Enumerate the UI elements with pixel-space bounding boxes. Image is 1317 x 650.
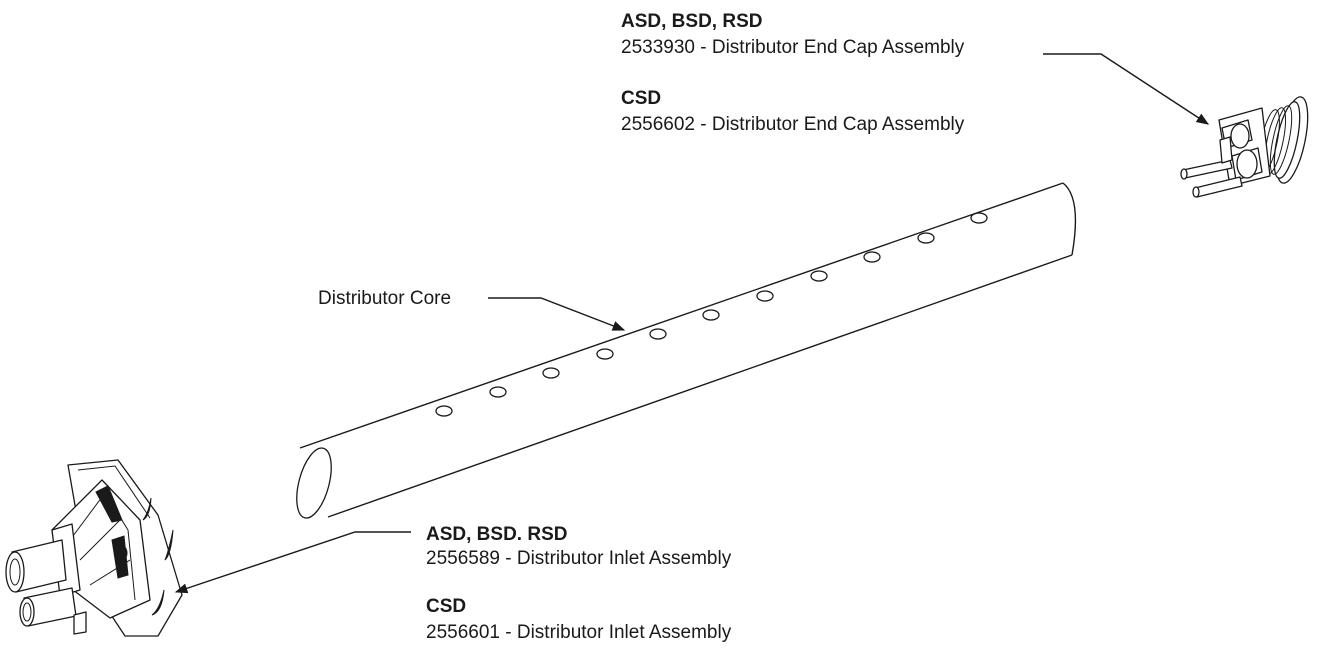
inlet-models-2: CSD [426,596,466,617]
distributor-core-tube [296,182,1077,519]
distributor-core-label: Distributor Core [318,288,451,309]
end-cap-models-1: ASD, BSD, RSD [621,11,762,32]
inlet-part-2: 2556601 - Distributor Inlet Assembly [426,622,732,643]
end-cap-assembly [1180,96,1309,198]
end-cap-leader-line [1043,53,1210,125]
core-leader-line [488,297,626,331]
end-cap-part-1: 2533930 - Distributor End Cap Assembly [621,37,965,58]
end-cap-part-2: 2556602 - Distributor End Cap Assembly [621,114,965,135]
inlet-part-1: 2556589 - Distributor Inlet Assembly [426,548,732,569]
distributor-inlet-assembly [5,459,183,637]
end-cap-models-2: CSD [621,88,661,109]
inlet-leader-line [174,531,411,594]
inlet-models-1: ASD, BSD. RSD [426,524,567,545]
